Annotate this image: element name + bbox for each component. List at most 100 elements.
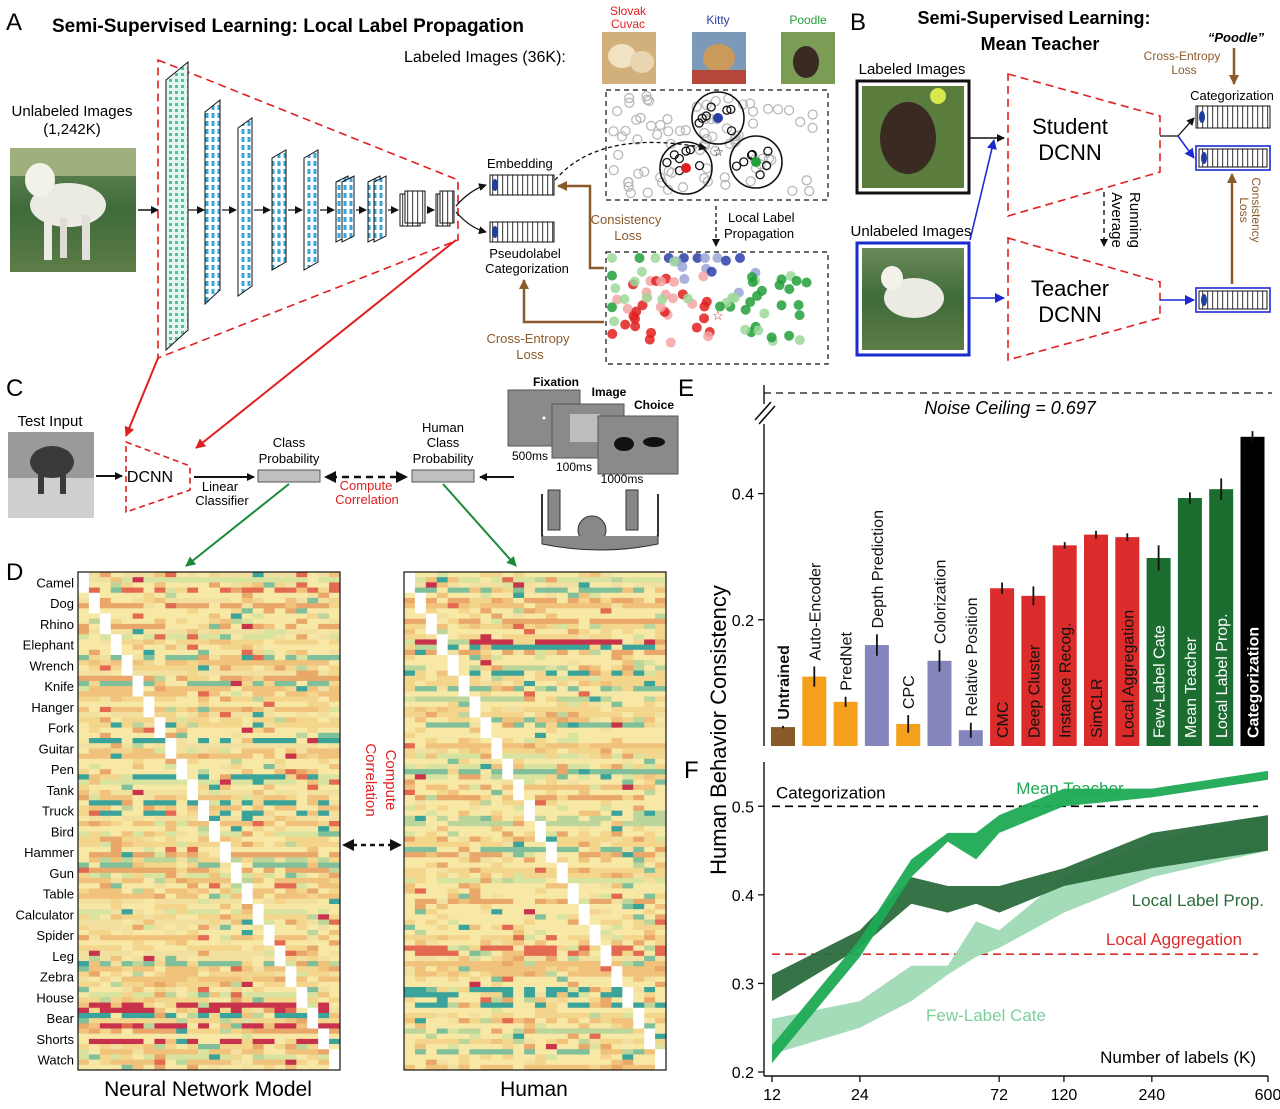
heatmap-cell [491, 680, 503, 687]
heatmap-cell [480, 1002, 492, 1009]
heatmap-cell [425, 1049, 438, 1055]
heatmap-cell [252, 955, 264, 962]
heatmap-cell [589, 945, 601, 952]
heatmap-cell [132, 924, 144, 931]
heatmap-cell [655, 587, 667, 594]
heatmap-cell [296, 784, 308, 791]
heatmap-cell [219, 1033, 232, 1040]
heatmap-cell [132, 836, 144, 843]
heatmap-cell [252, 961, 264, 967]
heatmap-cell [491, 795, 503, 801]
heatmap-cell [589, 950, 601, 957]
heatmap-cell [263, 680, 275, 687]
heatmap-cell [644, 883, 656, 889]
heatmap-cell [655, 763, 667, 770]
heatmap-cell [447, 670, 459, 677]
heatmap-cell [545, 1033, 558, 1040]
heatmap-cell [655, 789, 667, 796]
heatmap-cell [600, 805, 612, 812]
heatmap-cell [296, 603, 308, 609]
heatmap-cell [285, 872, 297, 879]
heatmap-cell [176, 701, 188, 708]
heatmap-cell [252, 914, 264, 920]
heatmap-cell [524, 888, 536, 895]
heatmap-cell [480, 696, 492, 703]
heatmap-cell [318, 758, 330, 765]
monkey-chair-icon [541, 489, 659, 551]
heatmap-cell [469, 904, 481, 910]
heatmap-cell [611, 981, 623, 988]
heatmap-cell [329, 784, 341, 791]
heatmap-cell [230, 763, 243, 770]
heatmap-cell [241, 613, 254, 620]
heatmap-cell [469, 670, 481, 677]
heatmap-cell [78, 1059, 90, 1066]
heatmap-cell [121, 898, 133, 905]
heatmap-cell [556, 929, 569, 936]
pseudolabel-point [756, 285, 767, 296]
heatmap-cell [78, 758, 90, 765]
heatmap-cell [252, 1059, 264, 1066]
heatmap-cell [121, 1054, 133, 1061]
heatmap-cell [545, 997, 558, 1003]
heatmap-cell [414, 898, 427, 905]
heatmap-cell [274, 717, 286, 723]
heatmap-cell [469, 748, 481, 754]
heatmap-cell [78, 712, 90, 718]
heatmap-cell [502, 987, 514, 993]
heatmap-cell [469, 655, 481, 661]
heatmap-cell [198, 898, 210, 905]
heatmap-cell [589, 769, 601, 775]
heatmap-cell [241, 1064, 254, 1071]
heatmap-cell [230, 789, 243, 796]
heatmap-cell [252, 597, 264, 604]
heatmap-cell [556, 618, 569, 625]
heatmap-cell [252, 1033, 264, 1040]
heatmap-cell [589, 753, 601, 760]
heatmap-cell [469, 841, 481, 848]
heatmap-cell [524, 722, 536, 729]
heatmap-cell [513, 997, 525, 1003]
heatmap-cell [600, 966, 612, 972]
heatmap-cell [589, 976, 601, 983]
heatmap-cell [165, 732, 177, 739]
heatmap-cell [143, 680, 155, 687]
heatmap-cell [436, 878, 449, 884]
heatmap-cell [230, 909, 243, 915]
heatmap-cell [187, 997, 199, 1003]
heatmap-cell [578, 981, 590, 988]
heatmap-cell [600, 675, 612, 682]
heatmap-cell [99, 1023, 112, 1029]
heatmap-cell [655, 893, 667, 900]
heatmap-cell [307, 660, 319, 666]
heatmap-cell [252, 821, 264, 827]
heatmap-cell [307, 680, 319, 687]
heatmap-cell [143, 1002, 155, 1009]
heatmap-cell [296, 919, 308, 926]
heatmap-cell [78, 769, 90, 775]
heatmap-cell [285, 1012, 297, 1019]
heatmap-cell [600, 929, 612, 936]
heatmap-cell [307, 1059, 319, 1066]
heatmap-cell [491, 1023, 503, 1029]
heatmap-cell [414, 577, 427, 583]
heatmap-cell [447, 779, 459, 786]
labeled-point [751, 157, 761, 167]
heatmap-cell [622, 909, 634, 915]
shared-y-axis-label: Human Behavior Consistency [706, 585, 731, 875]
heatmap-cell [655, 712, 667, 718]
heatmap-cell [209, 821, 221, 827]
heatmap-cell [176, 613, 188, 620]
heatmap-cell [132, 618, 144, 625]
heatmap-cell [307, 649, 319, 656]
heatmap-cell [578, 815, 590, 822]
heatmap-cell [154, 940, 166, 946]
heatmap-cell [480, 924, 492, 931]
embedding-point [701, 99, 712, 110]
heatmap-cell [414, 857, 427, 863]
heatmap-cell [611, 603, 623, 609]
heatmap-cell [502, 857, 514, 863]
heatmap-cell [578, 800, 590, 806]
heatmap-cell [296, 577, 308, 583]
heatmap-cell [198, 1023, 210, 1029]
